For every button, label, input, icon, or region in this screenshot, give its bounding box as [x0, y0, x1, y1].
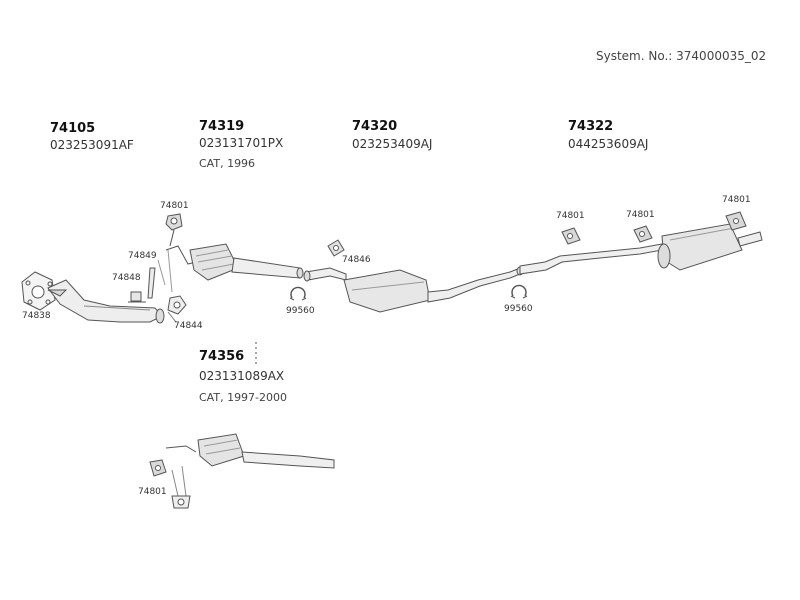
- callout-74801-e: 74801: [138, 487, 167, 497]
- callout-74844: 74844: [174, 321, 203, 331]
- oe-number-74322: 044253609AJ: [568, 137, 649, 151]
- part-number-74319: 74319: [199, 119, 245, 134]
- callout-74801-a: 74801: [160, 201, 189, 211]
- callout-74846: 74846: [342, 255, 371, 265]
- rear-silencer-74322: [519, 223, 763, 275]
- note-74356: CAT, 1997-2000: [199, 391, 288, 404]
- clamp-99560-b: [510, 284, 528, 299]
- callout-74838: 74838: [22, 311, 51, 321]
- clamp-99560-a: [289, 286, 307, 301]
- system-number: System. No.: 374000035_02: [596, 49, 767, 63]
- hanger-74801-e: [149, 459, 167, 477]
- part-number-74356: 74356: [199, 349, 245, 364]
- catalyst-74319: [165, 243, 304, 281]
- oe-number-74320: 023253409AJ: [352, 137, 433, 151]
- callout-74849: 74849: [128, 251, 157, 261]
- callout-74801-c: 74801: [626, 210, 655, 220]
- oe-number-74105: 023253091AF: [50, 138, 134, 152]
- oe-number-74356: 023131089AX: [199, 369, 285, 383]
- part-number-74322: 74322: [568, 119, 614, 134]
- hanger-74846: [327, 239, 345, 257]
- bracket-74849: [147, 267, 156, 299]
- oe-number-74319: 023131701PX: [199, 136, 284, 150]
- note-74319: CAT, 1996: [199, 157, 256, 170]
- middle-silencer-74320: [303, 266, 524, 313]
- callout-74801-d: 74801: [722, 195, 751, 205]
- hanger-74801-c: [633, 225, 653, 243]
- hanger-74801-b: [561, 227, 581, 245]
- catalyst-74356: [165, 433, 335, 509]
- callout-99560-a: 99560: [286, 306, 315, 316]
- callout-99560-b: 99560: [504, 304, 533, 314]
- hanger-74801-a: [165, 213, 183, 247]
- flange-74838: [21, 271, 56, 311]
- hanger-74801-d: [725, 211, 747, 231]
- part-number-74320: 74320: [352, 119, 398, 134]
- gasket-74844: [167, 295, 187, 315]
- callout-74848: 74848: [112, 273, 141, 283]
- part-number-74105: 74105: [50, 121, 96, 136]
- callout-74801-b: 74801: [556, 211, 585, 221]
- bracket-74848: [128, 291, 146, 303]
- callout-line-74844: [167, 311, 177, 323]
- front-pipe-74105: [47, 279, 165, 324]
